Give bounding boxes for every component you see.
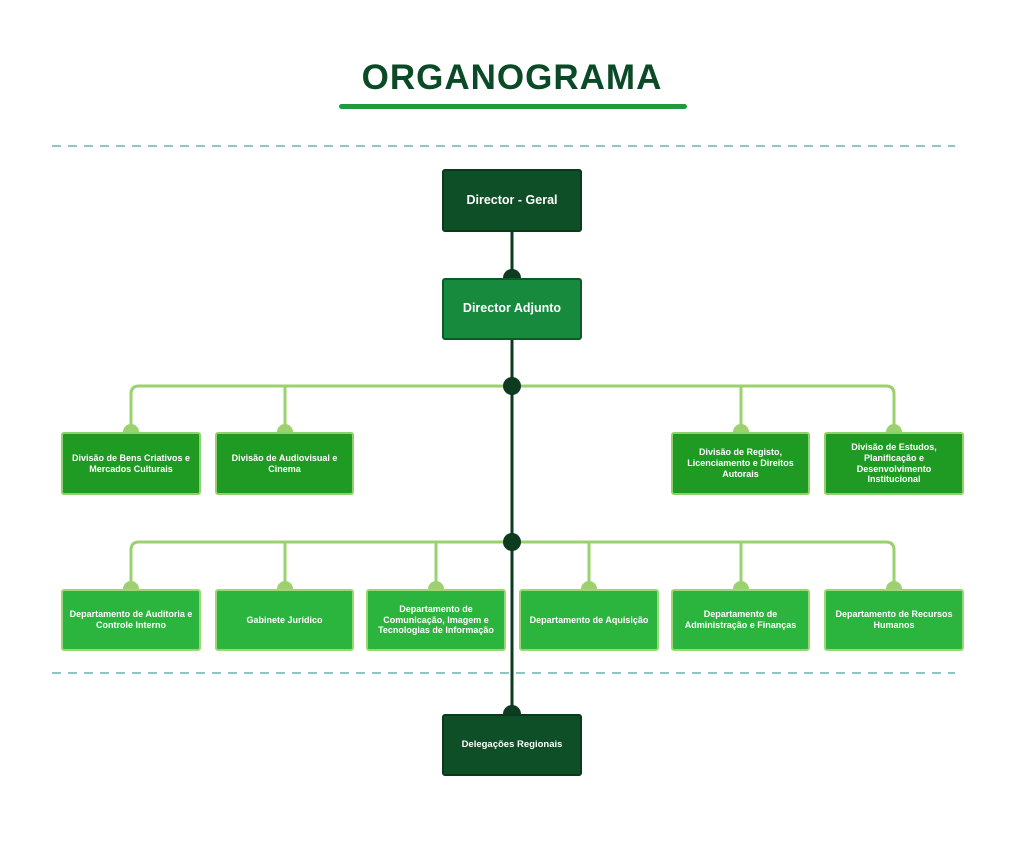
department-junction-dot (503, 533, 521, 551)
title-underline (339, 104, 687, 109)
division-box: Divisão de Estudos, Planificação e Desen… (824, 432, 964, 495)
division-junction-dot (503, 377, 521, 395)
division-box: Divisão de Bens Criativos e Mercados Cul… (61, 432, 201, 495)
division-connector-dot (886, 424, 902, 432)
page-title: ORGANOGRAMA (361, 58, 663, 97)
department-box: Gabinete Jurídico (215, 589, 354, 651)
department-box: Departamento de Auditoria e Controle Int… (61, 589, 201, 651)
division-connector-dot (733, 424, 749, 432)
director-geral-box: Director - Geral (442, 169, 582, 232)
department-connector-dot (277, 581, 293, 589)
department-box: Departamento de Recursos Humanos (824, 589, 964, 651)
department-connector-dot (733, 581, 749, 589)
division-connector-dot (277, 424, 293, 432)
division-connector-dot (123, 424, 139, 432)
director-adjunto-box: Director Adjunto (442, 278, 582, 340)
department-box: Departamento de Comunicação, Imagem e Te… (366, 589, 506, 651)
department-box: Departamento de Aquisição (519, 589, 659, 651)
division-box: Divisão de Registo, Licenciamento e Dire… (671, 432, 810, 495)
department-connector-dot (886, 581, 902, 589)
department-connector-dot (123, 581, 139, 589)
department-box: Departamento de Administração e Finanças (671, 589, 810, 651)
department-connector-dot (581, 581, 597, 589)
delegacoes-connector-dot (503, 705, 521, 714)
division-box: Divisão de Audiovisual e Cinema (215, 432, 354, 495)
adjunto-connector-dot (503, 269, 521, 278)
delegacoes-regionais-box: Delegações Regionais (442, 714, 582, 776)
department-connector-dot (428, 581, 444, 589)
